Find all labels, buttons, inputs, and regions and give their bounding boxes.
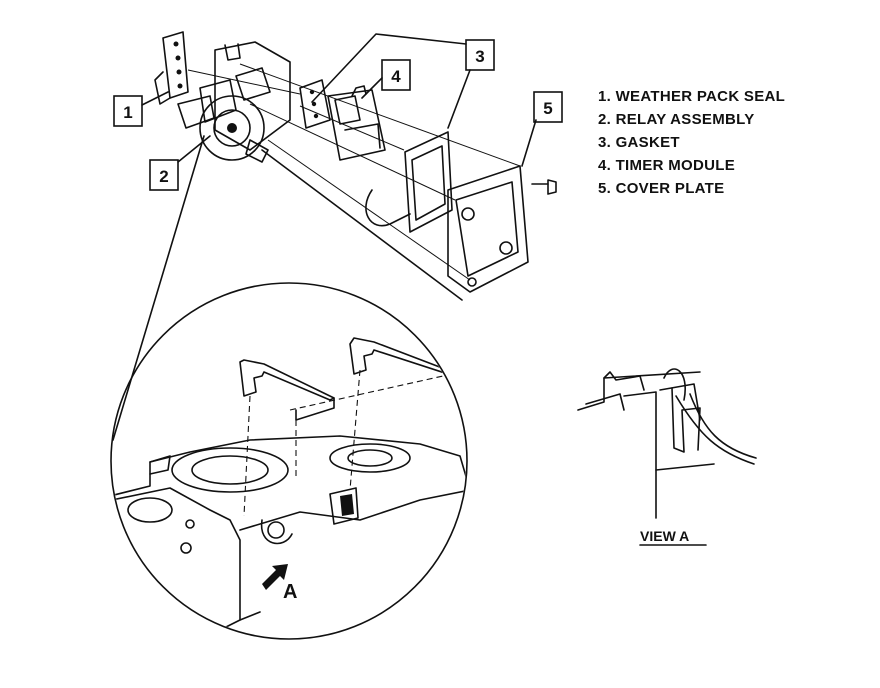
detail-circle [110,282,468,640]
callout-1: 1 [113,91,169,127]
timer-module-part [299,79,386,161]
cover-plate-part [447,165,529,293]
legend-item-4: 4. TIMER MODULE [598,157,735,174]
view-arrow-label: A [283,581,297,603]
view-a-detail: VIEW A [577,368,757,546]
exploded-assembly [154,31,557,293]
legend-item-2: 2. RELAY ASSEMBLY [598,111,755,128]
detail-content [112,337,466,638]
legend-item-1: 1. WEATHER PACK SEAL [598,88,785,105]
magnified-detail: A [110,135,468,640]
callout-2-label: 2 [159,167,168,186]
callout-5-label: 5 [543,99,552,118]
callout-5: 5 [521,91,563,167]
zoom-tangent-right [261,149,463,301]
assembly-guide-lines [187,63,521,281]
zoom-tangent-left [112,135,205,441]
callout-1-label: 1 [123,103,132,122]
parts-legend: 1. WEATHER PACK SEAL 2. RELAY ASSEMBLY 3… [598,88,785,197]
callout-3-label: 3 [475,47,484,66]
callout-2: 2 [149,135,211,191]
view-a-arrow-icon [262,564,288,590]
weather-pack-seal-part [154,31,189,105]
callout-4-label: 4 [391,67,401,86]
legend-item-3: 3. GASKET [598,134,680,151]
bracket-clip-right [349,337,459,377]
callout-4: 4 [361,59,411,99]
callout-3: 3 [311,33,495,129]
bracket-clip-left [239,359,335,401]
view-a-label: VIEW A [640,528,689,544]
cover-screw-part [531,179,557,195]
legend-item-5: 5. COVER PLATE [598,180,724,197]
relay-assembly-part [177,41,291,163]
